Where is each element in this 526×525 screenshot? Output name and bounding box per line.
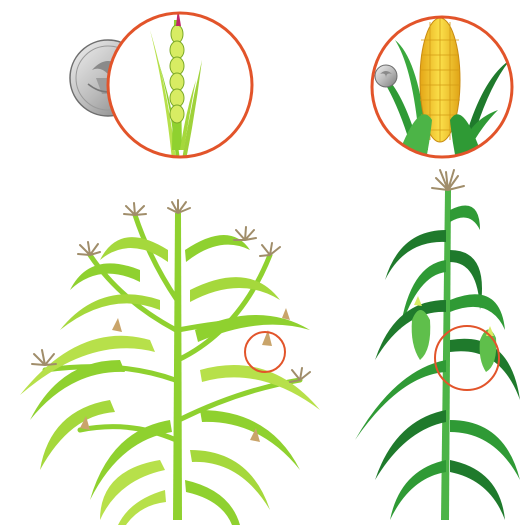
corn-tassel bbox=[432, 170, 464, 190]
corn-leaves bbox=[355, 206, 520, 521]
right-corn-plant bbox=[355, 170, 520, 520]
right-inset bbox=[372, 17, 512, 160]
quarter-coin-right bbox=[375, 65, 397, 87]
left-inset bbox=[70, 8, 252, 160]
left-branched-plant bbox=[20, 200, 320, 525]
